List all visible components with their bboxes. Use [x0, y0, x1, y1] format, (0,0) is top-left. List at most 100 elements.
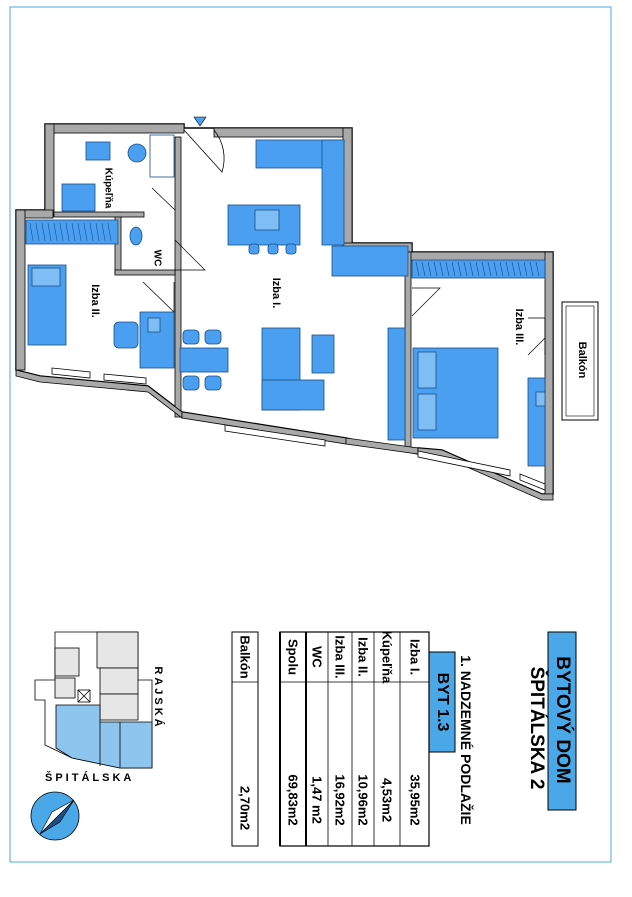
- hanger-mark: [89, 222, 94, 242]
- hanger-mark: [415, 261, 420, 277]
- hanger-mark: [529, 261, 534, 277]
- street-label-rajska: RAJSKÁ: [152, 666, 164, 730]
- hanger-mark: [481, 261, 486, 277]
- sofa-chaise: [261, 379, 325, 411]
- cooktop: [254, 209, 280, 231]
- room-label-izba3: Izba III.: [513, 308, 525, 346]
- desk-chair: [113, 321, 139, 349]
- hanger-mark: [29, 222, 34, 242]
- area-table-rows: [232, 632, 429, 846]
- area-value: 35,95m2: [407, 774, 423, 826]
- windows: [51, 367, 546, 491]
- stool: [267, 243, 279, 255]
- area-name: Kúpeľňa: [379, 630, 395, 684]
- hanger-mark: [499, 261, 504, 277]
- area-value: 4,53m2: [379, 777, 395, 823]
- hanger-mark: [433, 261, 438, 277]
- hanger-mark: [41, 222, 46, 242]
- hanger-mark: [439, 261, 444, 277]
- title-line2: ŠPITÁLSKA 2: [526, 666, 547, 790]
- hanger-mark: [95, 222, 100, 242]
- area-value: 10,96m2: [355, 774, 371, 826]
- area-table: [231, 631, 577, 847]
- hanger-mark: [475, 261, 480, 277]
- area-value-balcony: 2,70m2: [237, 785, 253, 831]
- area-name-balcony: Balkón: [237, 635, 253, 679]
- hanger-mark: [463, 261, 468, 277]
- chair: [204, 329, 222, 345]
- unit-label: BYT 1.3: [434, 672, 451, 732]
- hanger-mark: [107, 222, 112, 242]
- hanger-mark: [523, 261, 528, 277]
- area-name: Izba I.: [407, 638, 423, 676]
- entry-door: [183, 127, 225, 173]
- pillow: [417, 393, 437, 431]
- hanger-mark: [101, 222, 106, 242]
- area-name: Izba III.: [332, 635, 348, 679]
- hanger-mark: [487, 261, 492, 277]
- washing-machine: [127, 143, 147, 163]
- hanger-mark: [77, 222, 82, 242]
- hanger-mark: [511, 261, 516, 277]
- hanger-mark: [35, 222, 40, 242]
- hanger-mark: [427, 261, 432, 277]
- toilet: [129, 226, 143, 246]
- sheet-frame: [9, 6, 612, 863]
- compass-north-arrow-icon: [30, 791, 80, 841]
- shower-tray: [61, 183, 96, 212]
- hanger-mark: [535, 261, 540, 277]
- desk: [139, 311, 175, 369]
- pillow: [31, 267, 61, 287]
- title-line1: BYTOVÝ DOM: [552, 656, 573, 784]
- stool: [285, 243, 297, 255]
- room-label-izba1: Izba I.: [270, 277, 282, 309]
- hanger-mark: [457, 261, 462, 277]
- room-label-wc: WC: [151, 249, 163, 267]
- washbasin: [85, 141, 111, 161]
- hanger-mark: [493, 261, 498, 277]
- entry-triangle-icon: [193, 116, 207, 127]
- area-name: WC: [309, 646, 325, 668]
- hanger-mark: [505, 261, 510, 277]
- area-value: 16,92m2: [332, 774, 348, 826]
- hanger-mark: [445, 261, 450, 277]
- monitor: [147, 317, 161, 333]
- hanger-mark: [53, 222, 58, 242]
- balcony: [561, 301, 599, 421]
- chair: [182, 375, 200, 391]
- street-label-spitalska: ŠPITÁLSKA: [45, 772, 135, 784]
- key-plan: [34, 631, 153, 769]
- area-value: 1,47 m2: [309, 776, 325, 824]
- room-label-izba2: Izba II.: [89, 284, 101, 318]
- hanger-mark: [47, 222, 52, 242]
- dining-table: [179, 347, 229, 373]
- hanger-mark: [83, 222, 88, 242]
- area-name-total: Spolu: [285, 638, 301, 676]
- hanger-mark: [65, 222, 70, 242]
- hanger-mark: [517, 261, 522, 277]
- area-name: Izba II.: [355, 637, 371, 677]
- wardrobe-handle: [535, 391, 546, 407]
- wardrobe-hangers: [29, 222, 540, 277]
- floor-label: 1. NADZEMNÉ PODLAŽIE: [458, 655, 474, 825]
- hanging-wardrobes: [25, 219, 546, 279]
- coffee-table: [311, 334, 335, 374]
- bathroom-shelf: [149, 134, 175, 178]
- stool: [248, 243, 260, 255]
- chair: [182, 329, 200, 345]
- hanger-mark: [451, 261, 456, 277]
- chair: [204, 375, 222, 391]
- hanger-mark: [469, 261, 474, 277]
- furniture: [27, 134, 546, 467]
- wardrobe: [527, 377, 546, 467]
- hanger-mark: [71, 222, 76, 242]
- area-value-total: 69,83m2: [285, 774, 301, 826]
- hanger-mark: [421, 261, 426, 277]
- kitchen-counter-side: [321, 139, 345, 246]
- pillow: [417, 351, 437, 389]
- hanger-mark: [59, 222, 64, 242]
- tv-unit: [387, 327, 406, 441]
- room-label-balkon: Balkón: [576, 341, 588, 379]
